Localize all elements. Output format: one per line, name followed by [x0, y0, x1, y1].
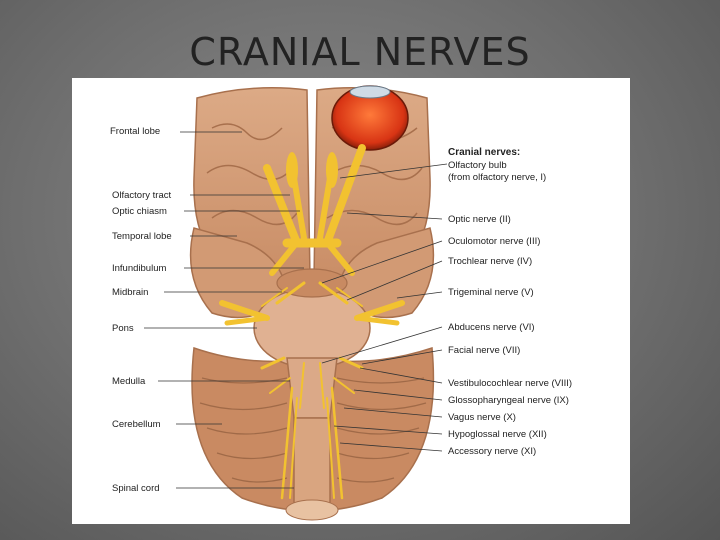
olfactory-bulb-left — [286, 152, 298, 188]
label-pons: Pons — [112, 323, 134, 334]
label-optic-nerve: Optic nerve (II) — [448, 214, 511, 225]
medulla — [287, 358, 337, 418]
label-hypoglossal-nerve: Hypoglossal nerve (XII) — [448, 429, 547, 440]
label-olfactory-bulb: Olfactory bulb — [448, 160, 507, 171]
label-vagus-nerve: Vagus nerve (X) — [448, 412, 516, 423]
label-olfactory-tract: Olfactory tract — [112, 190, 171, 201]
label-trigeminal-nerve: Trigeminal nerve (V) — [448, 287, 534, 298]
spinal-cord — [294, 418, 330, 513]
label-cranial-nerves-heading: Cranial nerves: — [448, 147, 520, 158]
label-olfactory-bulb-sub: (from olfactory nerve, I) — [448, 172, 546, 183]
label-frontal-lobe: Frontal lobe — [110, 126, 160, 137]
midbrain — [277, 269, 347, 297]
label-glossopharyngeal-nerve: Glossopharyngeal nerve (IX) — [448, 395, 569, 406]
olfactory-bulb-right — [326, 152, 338, 188]
label-midbrain: Midbrain — [112, 287, 148, 298]
brain-illustration — [72, 78, 630, 524]
label-facial-nerve: Facial nerve (VII) — [448, 345, 520, 356]
label-accessory-nerve: Accessory nerve (XI) — [448, 446, 536, 457]
label-medulla: Medulla — [112, 376, 145, 387]
label-abducens-nerve: Abducens nerve (VI) — [448, 322, 535, 333]
cranial-nerves-figure: Frontal lobe Olfactory tract Optic chias… — [72, 78, 630, 524]
label-infundibulum: Infundibulum — [112, 263, 166, 274]
label-optic-chiasm: Optic chiasm — [112, 206, 167, 217]
label-oculomotor-nerve: Oculomotor nerve (III) — [448, 236, 540, 247]
label-trochlear-nerve: Trochlear nerve (IV) — [448, 256, 532, 267]
slide-title: CRANIAL NERVES — [0, 30, 720, 74]
label-temporal-lobe: Temporal lobe — [112, 231, 172, 242]
label-vestibulocochlear-nerve: Vestibulocochlear nerve (VIII) — [448, 378, 572, 389]
label-cerebellum: Cerebellum — [112, 419, 161, 430]
label-spinal-cord: Spinal cord — [112, 483, 160, 494]
